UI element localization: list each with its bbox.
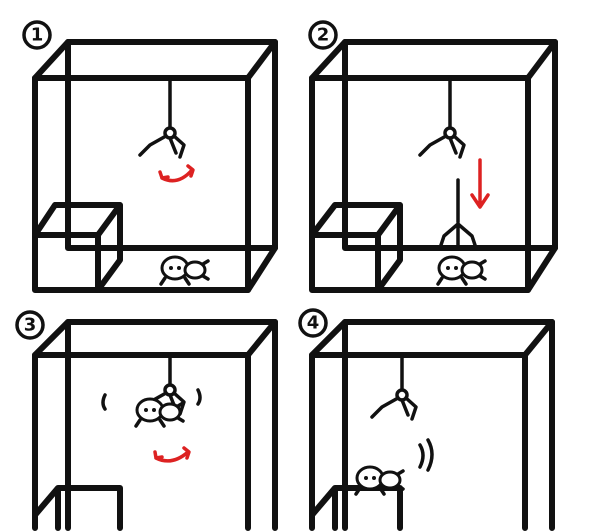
lowered-claw-icon: [438, 222, 478, 250]
panel-4: 4: [298, 308, 555, 531]
machine-box: [309, 39, 558, 293]
step-badge: [308, 20, 338, 50]
machine-box: [32, 319, 278, 531]
panel-2: 2: [308, 20, 558, 293]
rotate-arrow-icon: [153, 446, 191, 463]
machine-box: [32, 39, 278, 293]
doll-icon: [159, 255, 210, 286]
claw-icon: [138, 126, 186, 159]
step-number: 1: [31, 25, 44, 46]
rotate-arrow-icon: [158, 164, 195, 183]
claw-icon: [418, 126, 466, 159]
claw-icon: [370, 388, 418, 421]
step-number: 2: [317, 25, 330, 46]
panel-1: 1: [22, 20, 278, 293]
down-arrow-icon: [470, 158, 490, 209]
step-badge: [15, 310, 45, 340]
drop-icon: [418, 438, 434, 472]
machine-box: [309, 319, 555, 531]
step-badge: [298, 308, 328, 338]
step-badge: [22, 20, 52, 50]
step-number: 3: [24, 315, 37, 336]
step-number: 4: [307, 313, 320, 334]
doll-icon: [436, 255, 487, 286]
panel-3: 3: [15, 310, 278, 531]
shake-lines: [101, 388, 202, 411]
doll-icon: [134, 397, 185, 428]
